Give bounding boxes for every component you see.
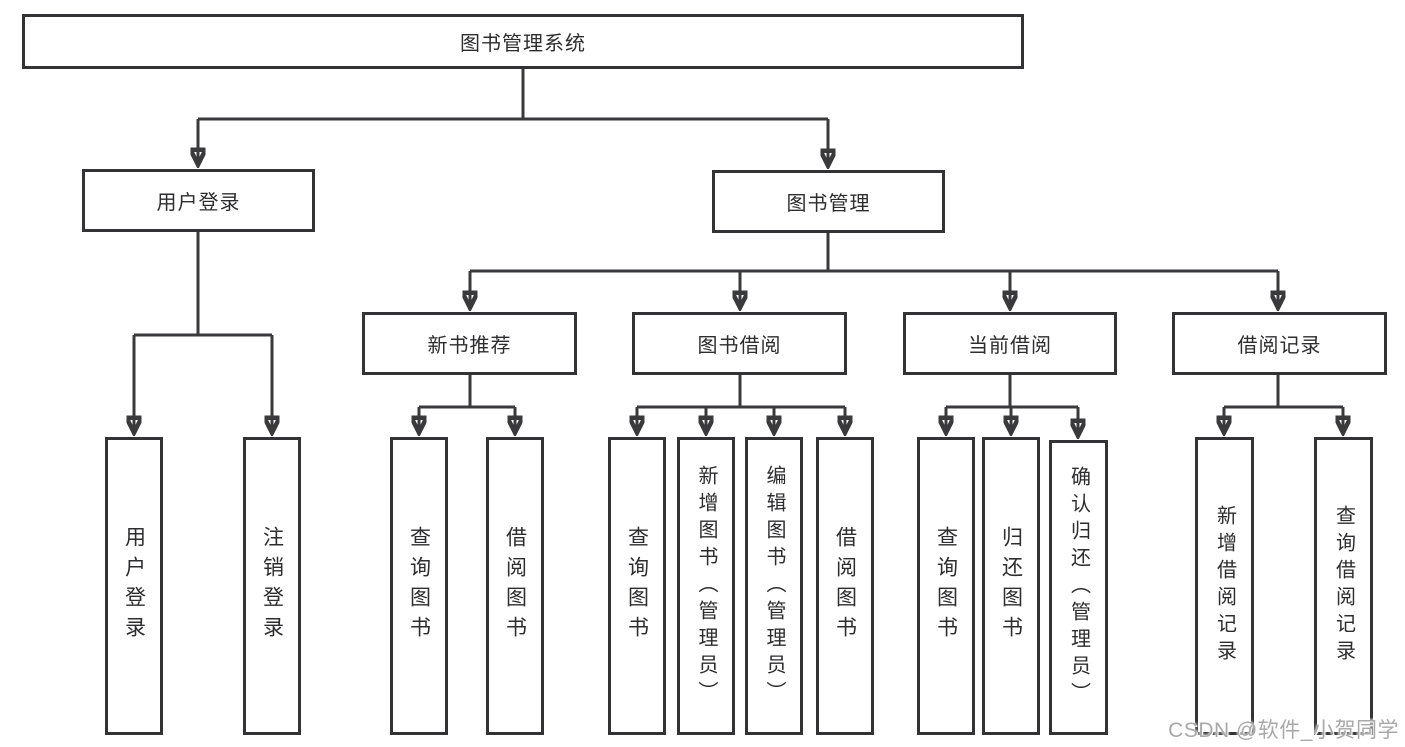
connector-book-borrow-to-leaves xyxy=(637,375,845,432)
leaf-query-books-current-label: 查询图书 xyxy=(934,526,958,646)
node-current-borrow-label: 当前借阅 xyxy=(968,335,1052,357)
leaf-edit-book-admin-label: 编辑图书（管理员） xyxy=(763,464,785,708)
connector-root-to-level2 xyxy=(198,69,828,165)
leaf-query-books-borrow: 查询图书 xyxy=(608,437,666,735)
leaf-query-borrow-record: 查询借阅记录 xyxy=(1314,437,1373,735)
node-new-book-recommend-label: 新书推荐 xyxy=(427,335,512,357)
leaf-return-books-label: 归还图书 xyxy=(999,526,1023,646)
leaf-add-borrow-record-label: 新增借阅记录 xyxy=(1213,505,1236,667)
node-new-book-recommend: 新书推荐 xyxy=(362,312,577,375)
leaf-borrow-books-borrow-label: 借阅图书 xyxy=(833,526,857,646)
leaf-borrow-books-recommend-label: 借阅图书 xyxy=(503,526,527,646)
leaf-borrow-books-borrow: 借阅图书 xyxy=(816,437,874,735)
leaf-logout-label: 注销登录 xyxy=(260,526,284,646)
node-current-borrow: 当前借阅 xyxy=(903,312,1117,375)
leaf-confirm-return-admin: 确认归还（管理员） xyxy=(1049,440,1108,735)
node-root-label: 图书管理系统 xyxy=(460,33,586,55)
leaf-edit-book-admin: 编辑图书（管理员） xyxy=(745,437,803,735)
leaf-query-books-recommend-label: 查询图书 xyxy=(407,526,431,646)
node-book-borrow-label: 图书借阅 xyxy=(697,335,782,357)
leaf-add-book-admin: 新增图书（管理员） xyxy=(677,437,735,735)
node-user-login: 用户登录 xyxy=(82,169,315,232)
leaf-user-login-label: 用户登录 xyxy=(122,526,146,646)
leaf-user-login: 用户登录 xyxy=(105,437,163,735)
connector-borrow-records-to-leaves xyxy=(1224,375,1343,432)
leaf-query-borrow-record-label: 查询借阅记录 xyxy=(1332,505,1355,667)
node-borrow-records-label: 借阅记录 xyxy=(1237,335,1322,357)
node-root: 图书管理系统 xyxy=(22,14,1024,69)
leaf-add-borrow-record: 新增借阅记录 xyxy=(1195,437,1254,735)
leaf-logout: 注销登录 xyxy=(243,437,301,735)
connector-new-book-recommend-to-leaves xyxy=(419,375,515,432)
node-book-borrow: 图书借阅 xyxy=(632,312,847,375)
leaf-add-book-admin-label: 新增图书（管理员） xyxy=(695,464,717,708)
node-user-login-label: 用户登录 xyxy=(156,192,241,214)
leaf-confirm-return-admin-label: 确认归还（管理员） xyxy=(1067,466,1090,709)
leaf-return-books: 归还图书 xyxy=(982,437,1040,735)
connector-user-login-to-leaves xyxy=(134,232,272,432)
node-book-management: 图书管理 xyxy=(712,170,945,233)
node-borrow-records: 借阅记录 xyxy=(1172,312,1387,375)
leaf-query-books-current: 查询图书 xyxy=(917,437,975,735)
leaf-query-books-borrow-label: 查询图书 xyxy=(625,526,649,646)
connector-current-borrow-to-leaves xyxy=(946,375,1078,435)
csdn-watermark: CSDN @软件_小贺同学 xyxy=(1168,719,1399,742)
leaf-query-books-recommend: 查询图书 xyxy=(390,437,448,735)
connector-book-management-to-level3 xyxy=(470,233,1278,307)
leaf-borrow-books-recommend: 借阅图书 xyxy=(486,437,544,735)
node-book-management-label: 图书管理 xyxy=(786,193,871,215)
